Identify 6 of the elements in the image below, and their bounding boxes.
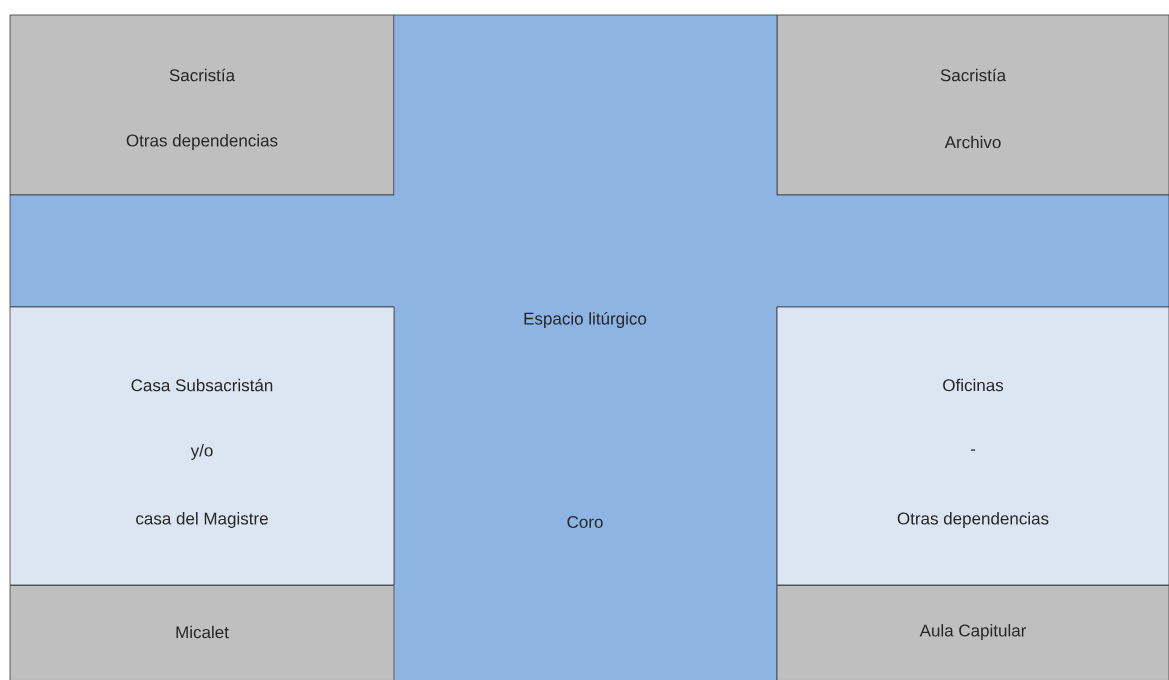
room-box: Aula Capitular	[776, 585, 1169, 680]
room-box: Casa Subsacristán y/o casa del Magistre	[9, 306, 395, 586]
room-box: Sacristía Otras dependencias	[9, 14, 395, 196]
room-box: Sacristía Archivo	[776, 14, 1169, 196]
room-box: Micalet	[9, 585, 395, 680]
room-box: Oficinas - Otras dependencias	[776, 306, 1169, 586]
